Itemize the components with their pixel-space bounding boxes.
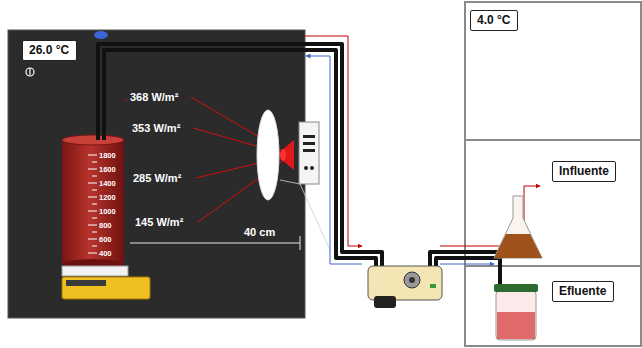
scale-mark: 600: [99, 235, 112, 244]
scale-tick: [88, 197, 97, 198]
scale-mark: 800: [99, 221, 112, 230]
scale-mark: 1800: [99, 151, 116, 160]
thermo-icon: [26, 68, 34, 76]
scale-tick: [88, 169, 97, 170]
scale-tick: [88, 253, 97, 254]
label-box: Influente: [552, 161, 616, 182]
light-ray: [125, 97, 288, 222]
scale-tick: [92, 204, 97, 205]
lamp: [257, 110, 294, 200]
label-box: Efluente: [552, 281, 614, 302]
scale-tick: [88, 225, 97, 226]
scale-tick: [92, 190, 97, 191]
scale-mark: 1600: [99, 165, 116, 174]
influent-flask: [494, 196, 542, 258]
incubator-chamber: [8, 30, 305, 318]
irradiance-value: 353 W/m²: [132, 122, 180, 134]
label-box: 26.0 °C: [22, 40, 77, 61]
scale-tick: [88, 155, 97, 156]
scale-mark: 1200: [99, 193, 116, 202]
box-text: 26.0 °C: [29, 43, 70, 58]
scale-tick: [92, 176, 97, 177]
dimension-label: 40 cm: [244, 226, 275, 238]
scale-tick: [92, 232, 97, 233]
scale-tick: [88, 211, 97, 212]
peristaltic-pump: [368, 266, 442, 308]
scale-tick: [92, 162, 97, 163]
lamp-controller: [280, 122, 330, 250]
box-text: Influente: [559, 164, 609, 179]
tubing: [98, 36, 540, 318]
irradiance-value: 285 W/m²: [133, 172, 181, 184]
scale-mark: 1400: [99, 179, 116, 188]
label-box: 4.0 °C: [470, 10, 518, 31]
refrigerator: [465, 2, 641, 346]
dimension-line: [130, 236, 300, 250]
box-text: 4.0 °C: [477, 13, 511, 28]
irradiance-value: 145 W/m²: [135, 216, 183, 228]
scale-tick: [92, 246, 97, 247]
scale-tick: [92, 218, 97, 219]
photoreactor: [62, 135, 124, 269]
box-text: Efluente: [559, 284, 607, 299]
scale-tick: [88, 183, 97, 184]
scale-tick: [88, 239, 97, 240]
scale-mark: 1000: [99, 207, 116, 216]
magnetic-stirrer: [62, 266, 150, 299]
scale-mark: 400: [99, 249, 112, 258]
irradiance-value: 368 W/m²: [130, 91, 178, 103]
effluent-jar: [494, 284, 538, 340]
reactor-cap: [94, 31, 108, 39]
